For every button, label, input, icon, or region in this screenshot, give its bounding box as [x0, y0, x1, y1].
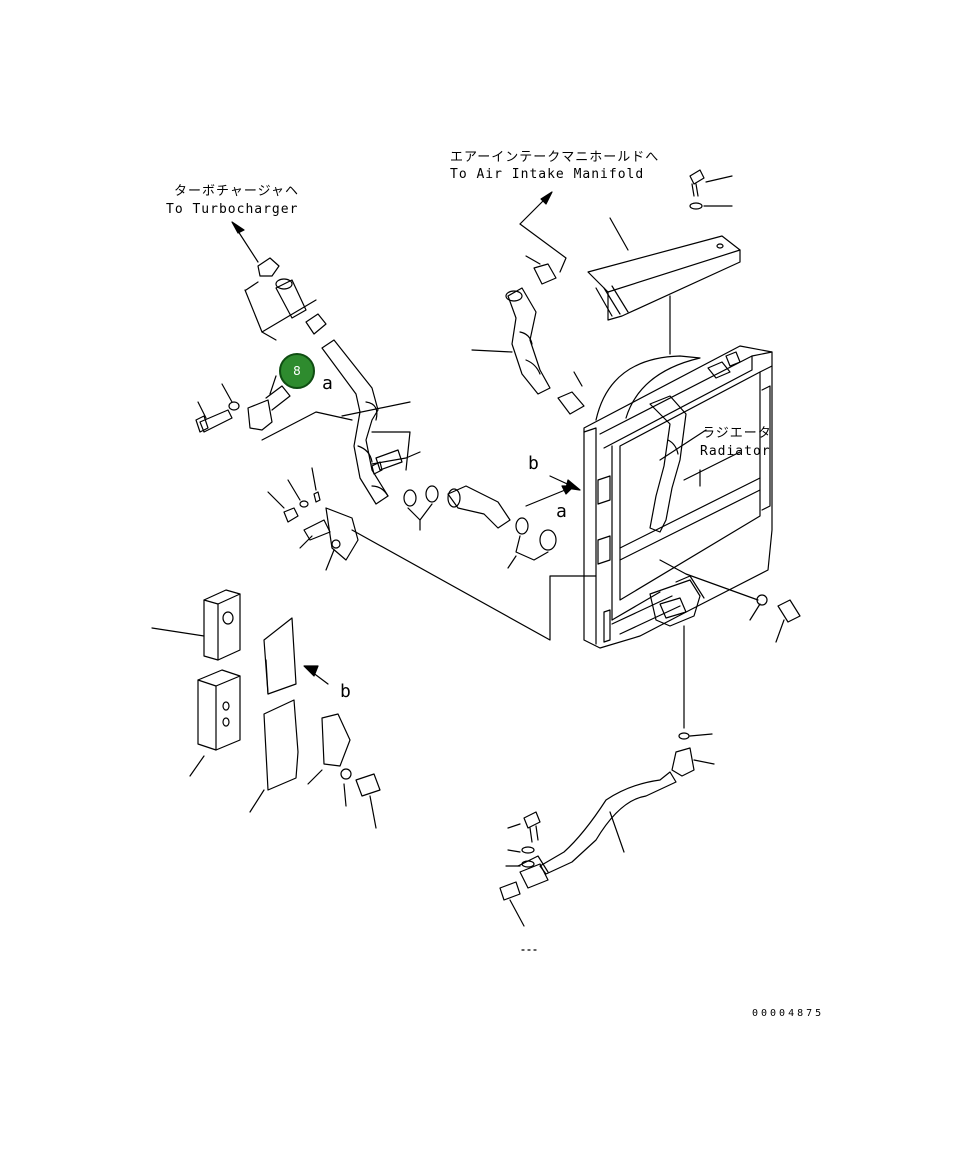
drain-hose-assembly — [499, 625, 715, 951]
turbo-label-en: To Turbocharger — [166, 202, 299, 217]
hose-end-fitting — [519, 863, 549, 889]
clamp — [403, 489, 417, 507]
ref-letter-b-lower: b — [340, 681, 351, 702]
arrow-head — [540, 191, 553, 205]
small-tube — [375, 449, 403, 471]
plate-bolt — [355, 773, 381, 797]
rubber-block-lower — [197, 669, 241, 751]
drawing-number: 00004875 — [752, 1008, 825, 1019]
short-hose — [275, 279, 307, 319]
turbo-connector — [257, 257, 280, 277]
rubber-block-upper — [203, 589, 241, 661]
intake-clamp — [533, 263, 557, 285]
arrow-head — [231, 221, 245, 234]
top-cover — [587, 169, 741, 355]
turbo-pipe — [321, 339, 389, 505]
ref-letter-b-upper: b — [528, 453, 539, 474]
ref-letter-a-upper: a — [322, 373, 333, 394]
radiator — [525, 345, 801, 649]
mount-hardware — [267, 467, 597, 641]
intake-label-en: To Air Intake Manifold — [450, 167, 645, 182]
turbo-pipe-group — [195, 221, 421, 505]
side-bolt — [777, 599, 801, 623]
center-hoses — [403, 485, 557, 569]
nut — [283, 507, 299, 523]
radiator-hose — [649, 395, 687, 533]
top-bolt — [689, 169, 705, 185]
stud-bolt — [313, 491, 321, 503]
mount-bolt — [303, 519, 331, 541]
bolt — [199, 409, 233, 433]
washer — [228, 401, 240, 411]
drain-washer — [678, 732, 690, 740]
fan-shroud — [595, 355, 701, 421]
top-washer — [689, 202, 703, 210]
mount-bracket — [325, 507, 359, 561]
ref-letter-a-lower: a — [556, 501, 567, 522]
drain-bolt-top — [523, 811, 541, 829]
callout-badge[interactable]: 8 — [279, 353, 315, 389]
radiator-label-jp: ラジエータ — [702, 426, 772, 441]
lower-hose — [447, 485, 511, 529]
elbow-fitting — [671, 747, 695, 777]
left-plates — [151, 589, 381, 829]
drain-bolt-bottom — [499, 881, 521, 901]
side-washer — [756, 594, 768, 606]
ref-arrow-a — [525, 487, 571, 507]
side-plate-lower — [263, 699, 299, 791]
air-intake-hose — [471, 191, 585, 415]
turbo-direction-arrow — [235, 227, 259, 263]
bracket — [247, 399, 273, 431]
upper-hose — [507, 287, 551, 395]
leader-to-radiator — [351, 529, 597, 641]
drain-fitting — [649, 579, 701, 627]
drain-hose — [539, 771, 677, 875]
intake-label-jp: エアーインテークマニホールドへ — [450, 150, 660, 165]
hose-clamp — [305, 313, 327, 335]
small-bracket — [321, 713, 351, 767]
side-plate-upper — [263, 617, 297, 695]
hose-elbow-clamp — [557, 391, 585, 415]
turbo-label-jp: ターボチャージャヘ — [174, 184, 299, 199]
radiator-label-en: Radiator — [700, 444, 771, 459]
